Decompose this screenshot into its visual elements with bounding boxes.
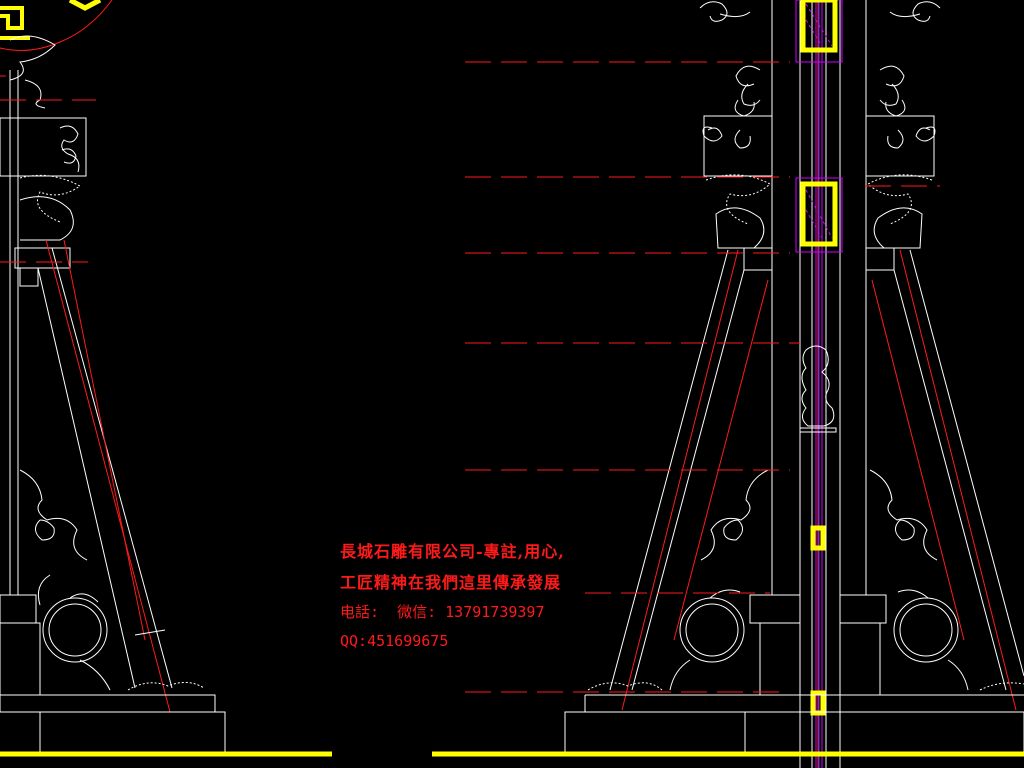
contact-phone-wechat: 电話: 微信: 13791739397 bbox=[340, 603, 545, 621]
right-column bbox=[564, 0, 1024, 768]
company-slogan-line: 長城石雕有限公司-專註,用心, bbox=[340, 542, 565, 561]
level-guide-lines bbox=[465, 61, 940, 693]
craftsmanship-line: 工匠精神在我們這里傳承發展 bbox=[340, 573, 562, 592]
left-column bbox=[0, 0, 226, 753]
contact-qq: QQ:451699675 bbox=[340, 632, 449, 650]
